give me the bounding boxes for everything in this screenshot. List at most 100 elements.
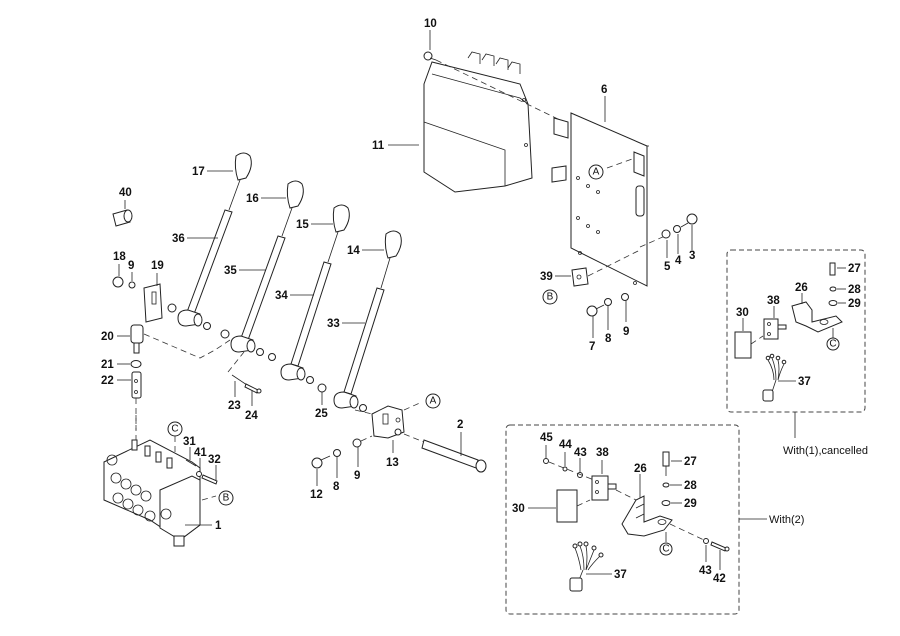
inset-with-1-cancelled: 30 38 26 27 28 29 C (726, 249, 866, 413)
label-33: 33 (327, 318, 340, 330)
inset2-label-29: 29 (684, 498, 697, 510)
pin-part-2 (403, 433, 487, 473)
pivot-lever-36 (167, 303, 211, 330)
inset1-switch-part-38 (763, 318, 787, 340)
knob-part-15 (332, 204, 350, 233)
inset1-washer-part-29 (828, 300, 838, 306)
washer-part-9-left (128, 281, 136, 289)
washer-part-4 (673, 225, 681, 233)
bracket-part-19 (143, 283, 163, 323)
inset2-label-26: 26 (634, 463, 647, 475)
plate-part-6 (551, 112, 649, 287)
bolt-part-7 (586, 304, 605, 317)
inset2-label-42: 42 (713, 573, 726, 585)
inset2-washer-part-43-bottom (703, 538, 709, 544)
pivot-lever-34 (280, 363, 314, 384)
knob-part-17 (234, 152, 252, 181)
bushing-part-40 (112, 209, 133, 227)
pivot-lever-33 (317, 383, 367, 412)
label-13: 13 (386, 457, 399, 469)
label-6: 6 (601, 84, 607, 96)
inset2-washer-part-28 (662, 482, 670, 488)
bolt-part-12 (311, 455, 331, 469)
inset2-label-37: 37 (614, 569, 627, 581)
bracket-part-13 (371, 405, 405, 439)
block-part-39 (571, 267, 589, 287)
inset2-washer-part-44 (562, 466, 568, 472)
label-32: 32 (208, 454, 221, 466)
label-34: 34 (275, 290, 288, 302)
ref-circle-b-valve: B (218, 490, 234, 506)
knob-part-14 (384, 230, 402, 259)
svg-text:C: C (662, 544, 669, 555)
inset2-bolt-part-27 (662, 451, 670, 476)
label-16: 16 (246, 193, 259, 205)
inset2-cover-part-30 (556, 489, 578, 523)
inset2-label-28: 28 (684, 480, 697, 492)
rod-part-36 (186, 179, 241, 315)
inset2-switch-part-38 (591, 475, 617, 501)
inset2-nut-part-45 (543, 458, 549, 464)
inset2-ref-circle-c: C (659, 542, 673, 556)
pin-part-31 (185, 459, 197, 467)
svg-text:B: B (223, 493, 230, 504)
ref-circle-c-valve: C (167, 421, 183, 437)
inset2-caption: With(2) (769, 514, 804, 526)
inset1-ref-circle-c: C (826, 337, 840, 351)
knob-part-16 (286, 180, 304, 209)
washer-part-8-plate (604, 298, 612, 306)
label-12: 12 (310, 489, 323, 501)
svg-text:A: A (430, 396, 437, 407)
washer-part-9-plate (621, 293, 629, 301)
label-2: 2 (457, 419, 463, 431)
label-11: 11 (372, 140, 385, 152)
label-41: 41 (194, 447, 207, 459)
washer-part-41 (196, 471, 202, 477)
label-21: 21 (101, 359, 114, 371)
pin-part-23 (231, 374, 248, 386)
bolt-part-32 (201, 474, 218, 485)
label-20: 20 (101, 331, 114, 343)
inset2-label-38: 38 (596, 447, 609, 459)
rod-part-35 (240, 207, 293, 341)
label-3: 3 (689, 250, 695, 262)
label-7: 7 (589, 341, 595, 353)
washer-part-8-bracket (333, 449, 341, 457)
rod-part-34 (290, 231, 339, 367)
inset1-harness-part-37 (762, 353, 787, 402)
inset2-bolt-part-42 (710, 541, 730, 552)
inset1-label-37: 37 (798, 376, 811, 388)
inset2-label-43-bottom: 43 (699, 565, 712, 577)
label-8-plate: 8 (605, 333, 612, 345)
label-25: 25 (315, 408, 328, 420)
label-40: 40 (119, 187, 132, 199)
inset-with-2: 45 44 43 38 30 26 (505, 424, 740, 615)
inset2-washer-part-29 (661, 500, 671, 506)
label-22: 22 (101, 375, 114, 387)
svg-text:C: C (171, 424, 178, 435)
pin-part-24 (244, 383, 262, 394)
washer-part-5 (661, 229, 671, 239)
inset1-label-27: 27 (848, 263, 861, 275)
bolt-part-10 (423, 51, 561, 121)
inset1-label-26: 26 (795, 282, 808, 294)
pivot-lever-35 (220, 329, 276, 361)
washer-part-9-bracket (352, 438, 362, 448)
control-valve-part-1 (103, 439, 201, 547)
label-31: 31 (183, 436, 196, 448)
label-10: 10 (424, 18, 437, 30)
rod-end-part-22 (131, 371, 142, 399)
rod-part-33 (343, 257, 391, 395)
inset1-label-30: 30 (736, 307, 749, 319)
svg-text:A: A (593, 167, 600, 178)
label-1: 1 (215, 520, 222, 532)
label-23: 23 (228, 400, 241, 412)
clevis-part-20 (130, 324, 144, 354)
inset2-label-44: 44 (559, 439, 572, 451)
inset2-label-45: 45 (540, 432, 553, 444)
cover-part-11 (423, 51, 533, 193)
label-35: 35 (224, 265, 237, 277)
nut-part-18 (112, 276, 124, 288)
inset1-caption: With(1),cancelled (783, 445, 868, 457)
